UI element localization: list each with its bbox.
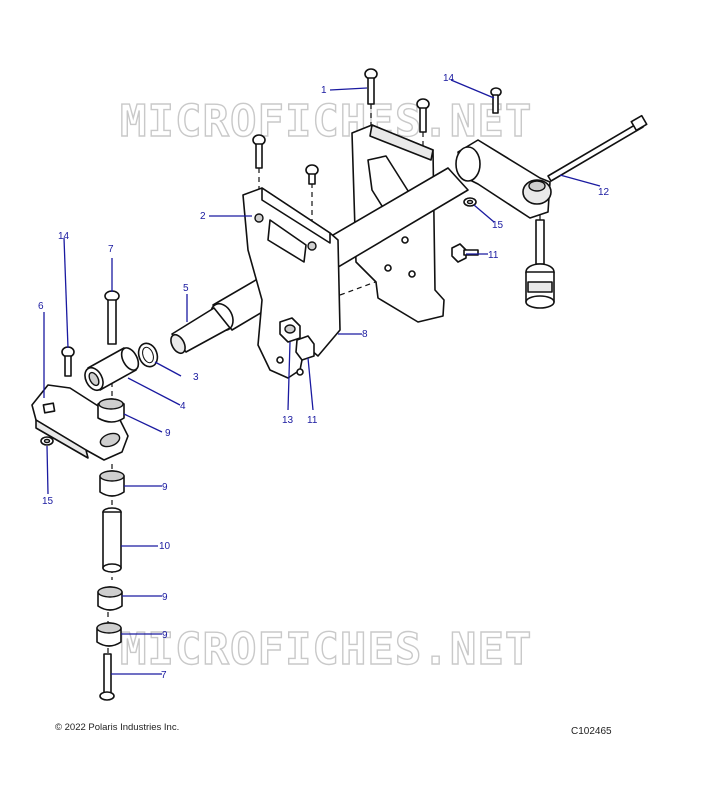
washer-part-15-upper xyxy=(463,197,477,207)
callout-4: 4 xyxy=(180,401,186,412)
callout-15-upper: 15 xyxy=(492,220,504,231)
bolt-part-11-upper xyxy=(451,243,479,263)
bolt-part-7-lower xyxy=(99,653,115,701)
bushing-part-9-d xyxy=(96,622,122,647)
bolt-part-7-upper xyxy=(104,290,120,345)
bushing-sleeve-part-4 xyxy=(84,347,140,392)
bolt-part-1-b xyxy=(416,98,430,133)
watermark-bottom: MICROFICHES.NET xyxy=(120,624,532,675)
bolt-part-1-a xyxy=(364,68,378,105)
bolt-part-14-lower xyxy=(61,346,75,377)
callout-labels: 1 2 3 4 5 6 7 7 8 9 9 9 9 10 11 11 12 13… xyxy=(38,73,610,681)
callout-8: 8 xyxy=(362,329,368,340)
rear-bracket-part-8 xyxy=(351,124,445,323)
callout-9-a: 9 xyxy=(165,428,171,439)
callout-15-lower: 15 xyxy=(42,496,54,507)
callout-7-lower: 7 xyxy=(161,670,167,681)
watermark-top: MICROFICHES.NET xyxy=(120,96,532,147)
callout-6: 6 xyxy=(38,301,44,312)
bolt-part-1-c xyxy=(252,134,266,169)
spacer-sleeve-part-10 xyxy=(102,507,122,573)
stabilizer-link xyxy=(525,219,555,309)
callout-9-d: 9 xyxy=(162,630,168,641)
callout-14-upper: 14 xyxy=(443,73,455,84)
o-ring-part-3 xyxy=(137,342,159,368)
copyright-notice: © 2022 Polaris Industries Inc. xyxy=(55,722,180,733)
callout-13: 13 xyxy=(282,415,294,426)
callout-1: 1 xyxy=(321,85,327,96)
bolt-part-13 xyxy=(279,317,301,343)
callout-9-b: 9 xyxy=(162,482,168,493)
alignment-lines xyxy=(107,104,541,656)
callout-11-lower: 11 xyxy=(307,415,318,426)
bushing-part-9-b xyxy=(99,470,125,497)
bolt-part-14-upper xyxy=(490,87,502,114)
bushing-part-9-a xyxy=(97,398,125,423)
callout-14-lower: 14 xyxy=(58,231,70,242)
callout-5: 5 xyxy=(183,283,189,294)
leader-lines xyxy=(43,79,601,675)
callout-2: 2 xyxy=(200,211,206,222)
callout-7-upper: 7 xyxy=(108,244,114,255)
bushing-part-9-c xyxy=(97,586,123,611)
figure-code: C102465 xyxy=(571,726,612,737)
front-bracket-part-2 xyxy=(242,187,341,379)
washer-part-15-lower xyxy=(40,436,54,446)
bolt-part-11-lower xyxy=(295,335,315,361)
bolt-part-1-d xyxy=(305,164,319,185)
callout-9-c: 9 xyxy=(162,592,168,603)
lower-arm-part-6 xyxy=(31,384,129,461)
upper-arm-bracket xyxy=(455,139,552,219)
callout-11-upper: 11 xyxy=(488,250,499,261)
callout-3: 3 xyxy=(193,372,199,383)
long-bolt-part-12 xyxy=(547,114,648,182)
callout-10: 10 xyxy=(159,541,171,552)
callout-12: 12 xyxy=(598,187,610,198)
